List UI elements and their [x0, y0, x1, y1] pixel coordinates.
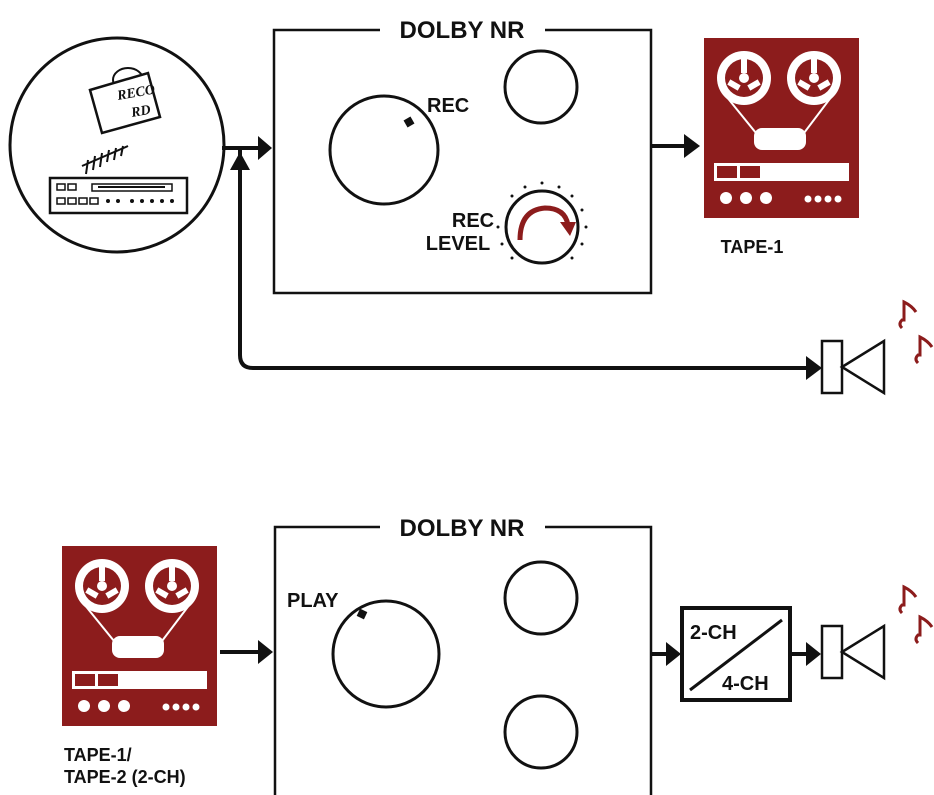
- channel-switch-box: 2-CH 4-CH: [682, 608, 790, 700]
- switch-4ch-label: 4-CH: [722, 673, 769, 695]
- tape-deck-icon-top: [704, 38, 859, 218]
- source-circle: [10, 38, 224, 252]
- tape-1-label: TAPE-1: [721, 237, 784, 257]
- rec-level-label-2: LEVEL: [426, 233, 490, 255]
- tape-1-2-label-line2: TAPE-2 (2-CH): [64, 767, 186, 787]
- play-knob[interactable]: [333, 601, 439, 707]
- top-dolby-title: DOLBY NR: [400, 17, 525, 44]
- source-group: RECO RD: [10, 38, 224, 252]
- tape-1-2-label-line1: TAPE-1/: [64, 745, 132, 765]
- tape-deck-icon-bottom: [62, 546, 217, 726]
- bottom-dolby-title: DOLBY NR: [400, 515, 525, 542]
- rec-knob[interactable]: [330, 96, 438, 204]
- rec-label: REC: [427, 95, 469, 117]
- top-small-knob[interactable]: [505, 51, 577, 123]
- music-note-icon-top-1: [900, 302, 916, 328]
- play-label: PLAY: [287, 590, 339, 612]
- music-note-icon-bottom-2: [916, 617, 932, 643]
- music-note-icon-top-2: [916, 337, 932, 363]
- music-note-icon-bottom-1: [900, 587, 916, 613]
- bottom-small-knob-1[interactable]: [505, 562, 577, 634]
- rec-level-knob[interactable]: [497, 182, 588, 264]
- top-dolby-box: DOLBY NR REC REC LEVEL: [274, 17, 651, 293]
- bottom-dolby-box: DOLBY NR PLAY: [275, 515, 651, 795]
- tuner-icon: [50, 178, 187, 213]
- bottom-small-knob-2[interactable]: [505, 696, 577, 768]
- speaker-icon-bottom: [822, 626, 884, 678]
- speaker-icon-top: [822, 341, 884, 393]
- switch-2ch-label: 2-CH: [690, 622, 737, 644]
- rec-level-label-1: REC: [452, 210, 494, 232]
